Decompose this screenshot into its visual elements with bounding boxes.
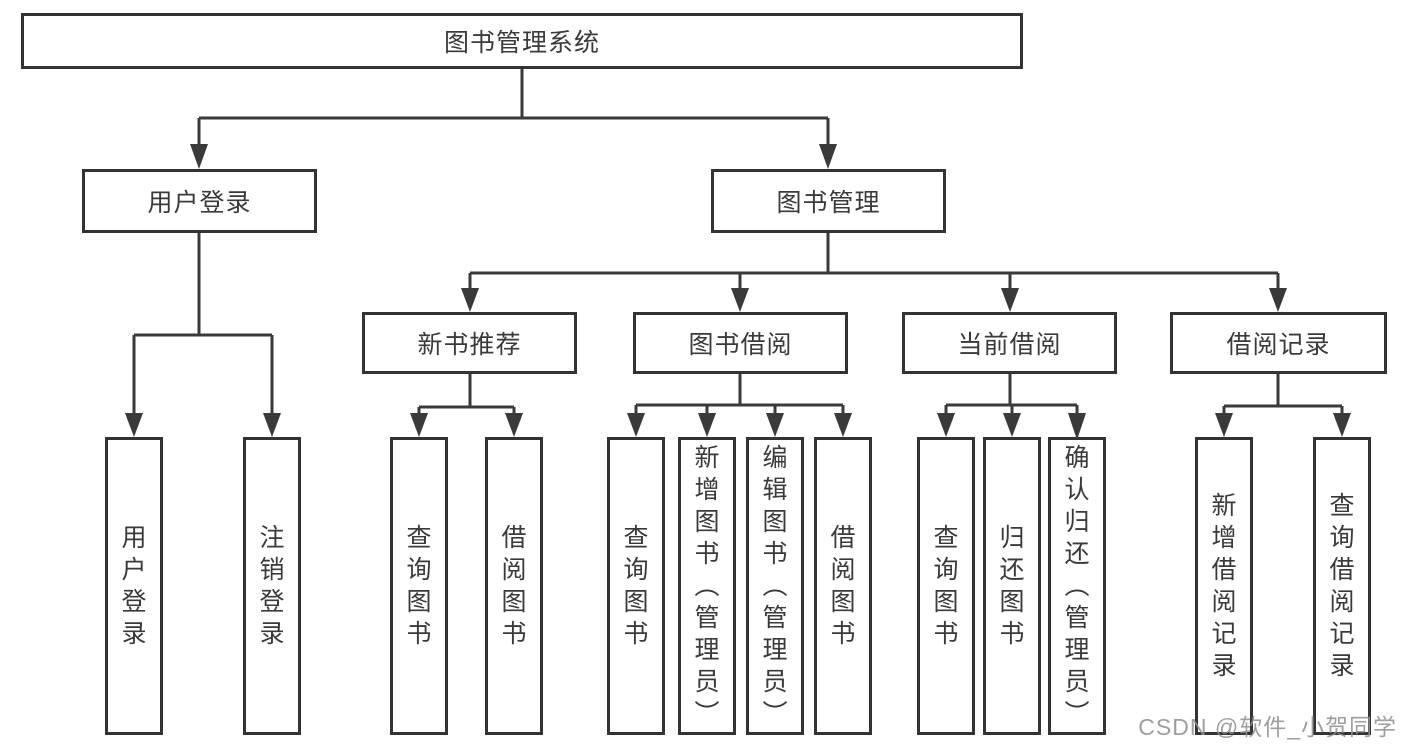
arrow-icon: [125, 413, 143, 437]
arrow-icon: [263, 413, 281, 437]
leaf-add-borrow-record: 新增借阅记录: [1195, 437, 1253, 735]
arrow-icon: [627, 413, 645, 437]
leaf-borrowing-borrow-book: 借阅图书: [814, 437, 872, 735]
node-borrow-records: 借阅记录: [1170, 312, 1387, 374]
edge-user-login-children: [132, 233, 274, 415]
leaf-query-borrow-record: 查询借阅记录: [1313, 437, 1371, 735]
node-current-borrowing: 当前借阅: [902, 312, 1117, 374]
edge-root-to-level1: [197, 69, 830, 146]
leaf-borrowing-query-book: 查询图书: [607, 437, 665, 735]
arrow-icon: [1068, 413, 1086, 440]
arrow-icon: [1333, 413, 1351, 437]
node-book-management: 图书管理: [711, 169, 946, 233]
leaf-newbook-borrow-book: 借阅图书: [485, 437, 543, 735]
arrow-icon: [834, 413, 852, 437]
arrow-icon: [505, 413, 523, 437]
arrowheads: [125, 144, 1351, 440]
arrow-icon: [1003, 413, 1021, 437]
leaf-return-book: 归还图书: [983, 437, 1041, 735]
arrow-icon: [819, 144, 837, 169]
arrow-icon: [937, 413, 955, 437]
edge-current-borrow-children: [944, 374, 1079, 415]
arrow-icon: [410, 413, 428, 437]
leaf-user-login: 用户登录: [105, 437, 163, 735]
node-book-borrowing: 图书借阅: [633, 312, 848, 374]
arrow-icon: [461, 288, 479, 312]
leaf-logout-login: 注销登录: [243, 437, 301, 735]
edge-new-book-children: [417, 374, 516, 415]
node-new-book-recommend: 新书推荐: [362, 312, 577, 374]
leaf-add-book-admin: 新增图书︵管理员︶: [678, 437, 736, 735]
arrow-icon: [1001, 288, 1019, 312]
edge-borrow-records-children: [1222, 374, 1344, 415]
leaf-current-query-book: 查询图书: [917, 437, 975, 735]
edge-book-mgmt-children: [468, 233, 1280, 290]
node-library-system: 图书管理系统: [21, 13, 1023, 69]
arrow-icon: [1269, 288, 1287, 312]
arrow-icon: [731, 288, 749, 312]
arrow-icon: [766, 413, 784, 437]
leaf-newbook-query-book: 查询图书: [390, 437, 448, 735]
arrow-icon: [190, 144, 208, 169]
arrow-icon: [698, 413, 716, 437]
leaf-edit-book-admin: 编辑图书︵管理员︶: [746, 437, 804, 735]
arrow-icon: [1215, 413, 1233, 437]
csdn-watermark: CSDN @软件_小贺同学: [1138, 714, 1397, 740]
node-user-login: 用户登录: [82, 169, 317, 233]
leaf-confirm-return-admin: 确认归还︵管理员︶: [1048, 437, 1106, 735]
edge-book-borrow-children: [634, 374, 845, 415]
